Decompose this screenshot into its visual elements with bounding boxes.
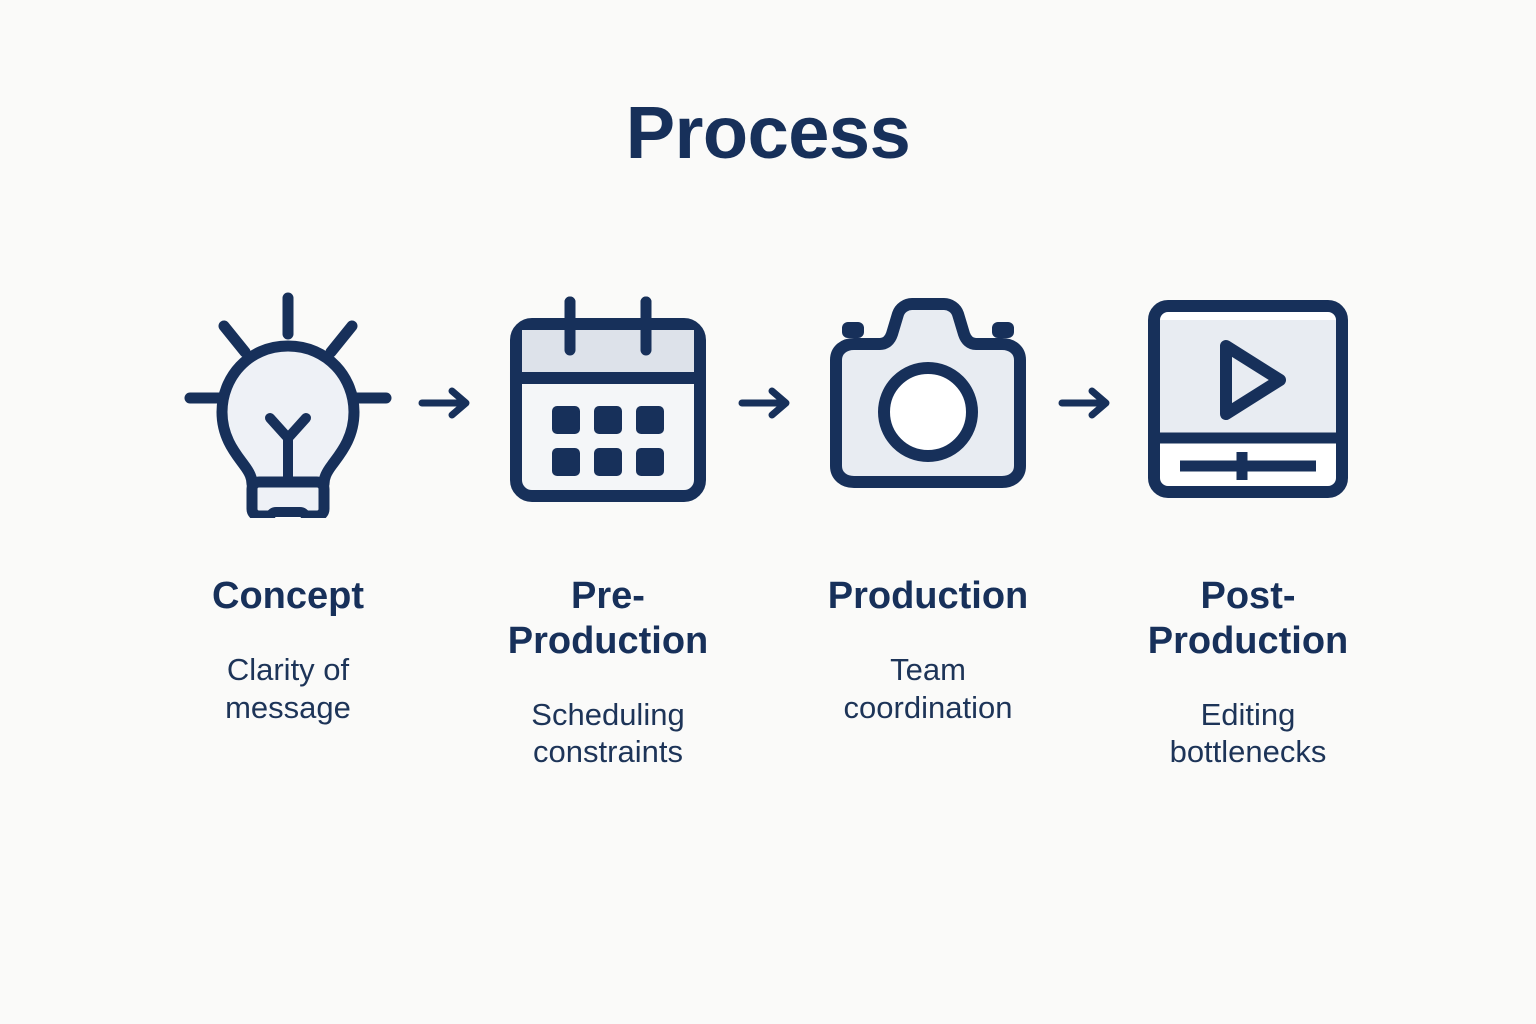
step-label: Pre-Production	[507, 575, 709, 662]
arrow-1	[412, 288, 484, 518]
process-flow: Concept Clarity of message	[80, 288, 1456, 771]
lightbulb-icon	[173, 288, 403, 518]
step-label: Post-Production	[1147, 575, 1349, 662]
step-label: Production	[827, 575, 1029, 617]
camera-icon	[813, 288, 1043, 518]
calendar-icon	[493, 288, 723, 518]
process-step-post-production: Post-Production Editing bottlenecks	[1124, 288, 1372, 771]
step-description: Team coordination	[843, 651, 1013, 725]
arrow-3	[1052, 288, 1124, 518]
process-step-production: Production Team coordination	[804, 288, 1052, 726]
process-step-concept: Concept Clarity of message	[164, 288, 412, 726]
arrow-2	[732, 288, 804, 518]
step-description: Editing bottlenecks	[1169, 696, 1327, 770]
process-step-pre-production: Pre-Production Scheduling constraints	[484, 288, 732, 771]
step-description: Scheduling constraints	[531, 696, 685, 770]
video-player-icon	[1133, 288, 1363, 518]
page-title: Process	[625, 91, 911, 174]
step-description: Clarity of message	[225, 651, 351, 725]
step-label: Concept	[212, 575, 364, 617]
